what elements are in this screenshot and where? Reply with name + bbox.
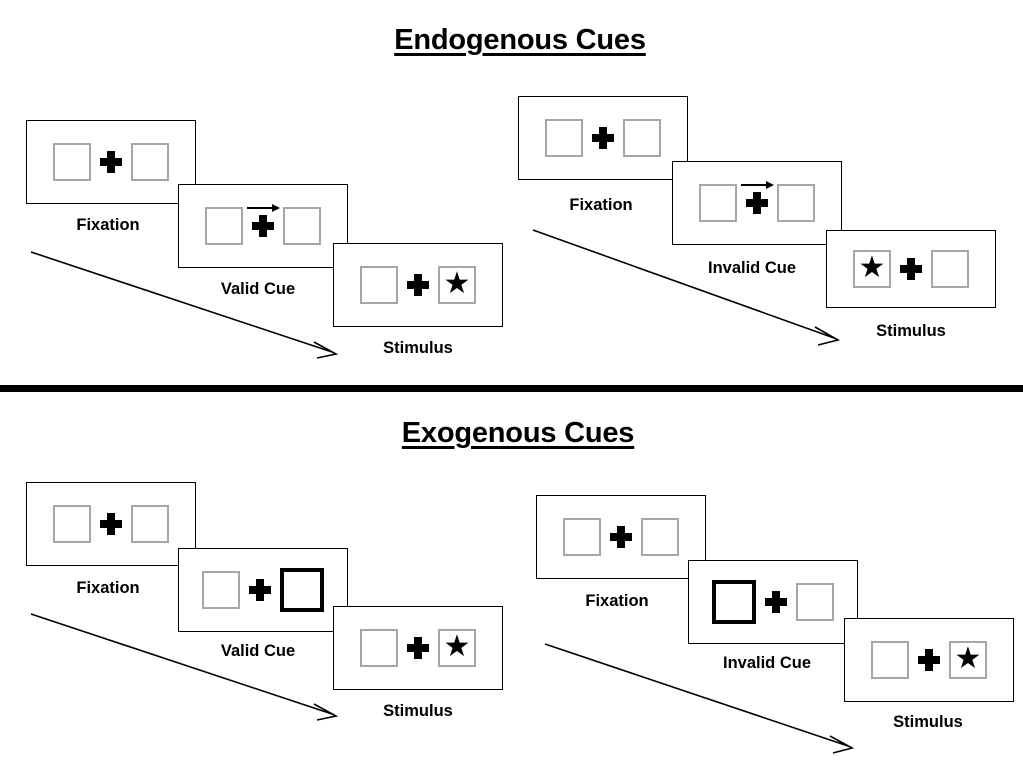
- frame-endogenous-valid-fixation: [26, 120, 196, 204]
- star-icon: ★: [443, 630, 471, 663]
- frame-content: [179, 549, 347, 631]
- left-box: [53, 143, 91, 181]
- caption-exogenous-invalid-fixation: Fixation: [585, 592, 649, 610]
- right-box: [283, 207, 321, 245]
- frame-content: [689, 561, 857, 643]
- frame-endogenous-valid-cue: [178, 184, 348, 268]
- caption-exogenous-invalid-cue: Invalid Cue: [722, 654, 812, 672]
- right-box: [623, 119, 661, 157]
- frame-endogenous-invalid-stimulus: ★: [826, 230, 996, 308]
- frame-content: ★: [845, 619, 1013, 701]
- left-box: [360, 266, 398, 304]
- right-box: ★: [949, 641, 987, 679]
- right-box-highlighted: [280, 568, 324, 612]
- caption-endogenous-invalid-cue: Invalid Cue: [707, 259, 797, 277]
- left-box: [360, 629, 398, 667]
- left-box-highlighted: [712, 580, 756, 624]
- fixation-cross-icon: [243, 204, 283, 246]
- caption-endogenous-valid-fixation: Fixation: [76, 216, 140, 234]
- fixation-cross-icon: [737, 181, 777, 223]
- frame-endogenous-invalid-fixation: [518, 96, 688, 180]
- frame-content: [27, 121, 195, 203]
- fixation-cross-icon: [891, 249, 931, 289]
- fixation-cross-icon: [601, 517, 641, 557]
- frame-exogenous-invalid-fixation: [536, 495, 706, 579]
- fixation-cross-icon: [583, 118, 623, 158]
- fixation-cross-icon: [398, 265, 438, 305]
- caption-endogenous-valid-cue: Valid Cue: [220, 280, 296, 298]
- frame-exogenous-valid-cue: [178, 548, 348, 632]
- frame-content: ★: [334, 607, 502, 689]
- right-box: [131, 143, 169, 181]
- arrow-right-cue-icon: [247, 204, 280, 212]
- star-icon: ★: [443, 267, 471, 300]
- caption-exogenous-valid-stimulus: Stimulus: [383, 702, 453, 720]
- caption-exogenous-valid-cue: Valid Cue: [220, 642, 296, 660]
- section-divider: [0, 385, 1023, 392]
- frame-exogenous-valid-stimulus: ★: [333, 606, 503, 690]
- frame-content: [537, 496, 705, 578]
- left-box: [563, 518, 601, 556]
- frame-content: [179, 185, 347, 267]
- frame-endogenous-invalid-cue: [672, 161, 842, 245]
- fixation-cross-icon: [91, 142, 131, 182]
- frame-exogenous-invalid-stimulus: ★: [844, 618, 1014, 702]
- frame-content: [673, 162, 841, 244]
- right-box: [796, 583, 834, 621]
- left-box: [871, 641, 909, 679]
- right-box: [777, 184, 815, 222]
- star-icon: ★: [858, 251, 886, 284]
- fixation-cross-icon: [240, 570, 280, 610]
- frame-exogenous-valid-fixation: [26, 482, 196, 566]
- left-box: [699, 184, 737, 222]
- fixation-cross-icon: [91, 504, 131, 544]
- left-box: [202, 571, 240, 609]
- caption-exogenous-invalid-stimulus: Stimulus: [893, 713, 963, 731]
- frame-endogenous-valid-stimulus: ★: [333, 243, 503, 327]
- right-box: [131, 505, 169, 543]
- frame-exogenous-invalid-cue: [688, 560, 858, 644]
- caption-endogenous-invalid-fixation: Fixation: [569, 196, 633, 214]
- frame-content: ★: [334, 244, 502, 326]
- fixation-cross-icon: [756, 582, 796, 622]
- section-title-exogenous: Exogenous Cues: [401, 417, 635, 449]
- frame-content: ★: [827, 231, 995, 307]
- caption-endogenous-valid-stimulus: Stimulus: [383, 339, 453, 357]
- left-box: ★: [853, 250, 891, 288]
- section-title-endogenous: Endogenous Cues: [394, 24, 646, 56]
- left-box: [53, 505, 91, 543]
- right-box: [641, 518, 679, 556]
- fixation-cross-icon: [398, 628, 438, 668]
- right-box: ★: [438, 629, 476, 667]
- star-icon: ★: [954, 642, 982, 675]
- caption-endogenous-invalid-stimulus: Stimulus: [876, 322, 946, 340]
- frame-content: [27, 483, 195, 565]
- left-box: [545, 119, 583, 157]
- left-box: [205, 207, 243, 245]
- caption-exogenous-valid-fixation: Fixation: [76, 579, 140, 597]
- frame-content: [519, 97, 687, 179]
- time-flow-arrow-exogenous-invalid: [544, 643, 855, 754]
- arrow-right-cue-icon: [741, 181, 774, 189]
- fixation-cross-icon: [909, 640, 949, 680]
- right-box: [931, 250, 969, 288]
- right-box: ★: [438, 266, 476, 304]
